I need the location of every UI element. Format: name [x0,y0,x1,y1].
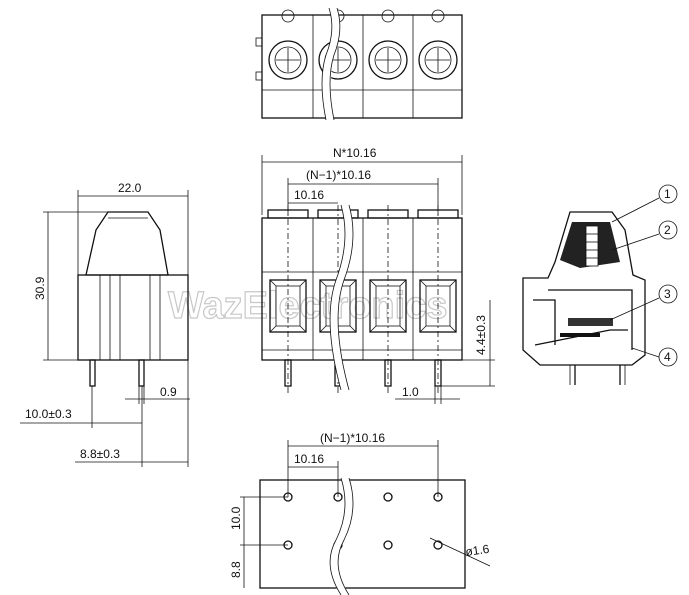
svg-text:4: 4 [664,350,671,364]
dim-pin-thickness: 1.0 [402,385,419,399]
callout-2: 2 [611,220,678,251]
dim-pin-width: 0.9 [160,385,177,399]
side-view: 22.0 30.9 0.9 10.0±0.3 8.8±0.3 [20,181,190,467]
dim-side-offset-1: 10.0±0.3 [25,407,72,421]
callout-3: 3 [609,284,678,321]
dim-top-pitch: 10.16 [294,188,324,202]
callout-1: 1 [611,184,678,223]
watermark-text: WazElectronics [168,285,447,327]
dim-side-width: 22.0 [118,181,142,195]
screw-head-4 [418,9,458,80]
callout-4: 4 [631,347,678,367]
section-view: 1 2 3 4 [522,184,678,385]
dim-side-offset-2: 8.8±0.3 [80,447,120,461]
dim-pcb-pitch: 10.16 [294,452,324,466]
screw-head-1 [268,9,308,80]
svg-text:2: 2 [664,223,671,237]
svg-text:3: 3 [664,287,671,301]
dim-pin-length: 4.4±0.3 [474,315,488,355]
dim-pcb-edge: 8.8 [229,561,243,578]
dim-side-height: 30.9 [33,276,47,300]
screw-head-3 [368,9,408,80]
dim-pcb-row-gap: 10.0 [229,506,243,530]
top-view [255,6,463,121]
front-view: N*10.16 (N−1)*10.16 10.16 [261,146,495,404]
dim-top-overall: N*10.16 [333,146,377,160]
pcb-layout: (N−1)*10.16 10.16 10.0 8.8 ø1.6 [229,431,491,595]
dim-top-n-minus-1: (N−1)*10.16 [306,168,371,182]
dim-pcb-hole: ø1.6 [464,542,490,559]
svg-text:1: 1 [664,187,671,201]
dim-pcb-n-minus-1: (N−1)*10.16 [320,431,385,445]
